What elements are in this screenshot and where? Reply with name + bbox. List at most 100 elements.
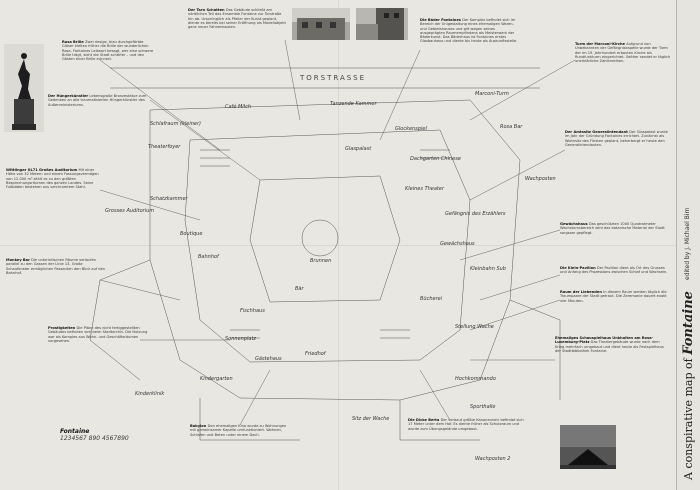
block-tarn-schatten: Der Tarn Schatten Das Gebäude schließt a… xyxy=(188,8,288,50)
marconi-body: Aufgrund von Unbekannten der Gefängniska… xyxy=(575,42,671,64)
map-label-1: Schlafraum (kleiner) xyxy=(150,121,201,127)
east-wing xyxy=(509,299,561,400)
block-marconi: Turm der Marconi-Kirche Aufgrund von Unb… xyxy=(575,42,671,78)
map-label-31: Theaterfoyer xyxy=(148,144,181,150)
fold-line-horizontal xyxy=(0,245,676,246)
map-label-13: Gewächshaus xyxy=(440,241,475,247)
map-label-14: Fischhaus xyxy=(240,308,265,314)
spine-editor: edited by J. Michael Birn xyxy=(684,207,691,280)
map-label-23: Kleines Theater xyxy=(405,186,445,192)
generalintendant-body: Der Glaspalast wurde im Jahr der Gründun… xyxy=(565,130,668,147)
map-label-6: Gefängnis des Erzählers xyxy=(445,211,506,217)
map-label-9: Glaspalast xyxy=(345,146,372,152)
south-annex xyxy=(199,398,300,441)
street-name: TORSTRASSE xyxy=(299,74,366,82)
dicke-berta-title: Die Dicke Berta xyxy=(408,418,441,422)
loewenden-title: Raum der Liebenden xyxy=(560,290,604,294)
map-label-7: Rosa Bar xyxy=(500,124,523,130)
dicke-berta-body: Der verbaut größte Kanonenrohr befindet … xyxy=(408,418,524,431)
map-label-15: Kindergarten xyxy=(200,376,233,382)
block-prostigkeiten: Prostigkeiten Die Pläne des nicht fertig… xyxy=(48,326,148,372)
schauspielhaus-title: Ehemaliges Schauspielhaus Unkhalten am R… xyxy=(555,336,654,345)
block-dicke-berta: Die Dicke Berta Der verbaut größte Kanon… xyxy=(408,418,524,484)
block-rosa-brille: Rosa Brille Zwei riesige, blau durchgefä… xyxy=(62,40,154,68)
loewenden-body: In diesem Raum werden täglich die Traump… xyxy=(560,290,667,303)
pyramid-photo xyxy=(560,425,616,469)
map-label-18: Hochkommando xyxy=(455,376,496,382)
tarn-body: Das Gebäude schließt am nördlichen Teil … xyxy=(188,8,286,30)
central-dome xyxy=(301,219,339,257)
statue-photo xyxy=(4,44,44,132)
gewaechshaus-body: Das geschützten 1000 Quadratmeter Wachst… xyxy=(560,222,665,235)
marconi-title: Turm der Marconi-Kirche xyxy=(575,42,627,46)
west-wing xyxy=(89,259,151,381)
babylon-title: Babylon xyxy=(190,424,208,428)
block-loewenden: Raum der Liebenden In diesem Raum werden… xyxy=(560,290,668,316)
building-photo-right xyxy=(356,8,408,40)
map-label-24: Grosses Auditorium xyxy=(105,208,154,214)
map-label-29: Glockenspiel xyxy=(395,126,427,132)
generalintendant-title: Der Amtssitz Generalintendant xyxy=(565,130,630,134)
monkey-title: Monkey Bar xyxy=(6,258,32,262)
kleinbahn-title: Die Klein-Pavillon xyxy=(560,266,597,270)
spine-title-prefix: A conspirative map of xyxy=(682,354,695,480)
block-baeder: Die Bäder Fontaines Der Komplex befindet… xyxy=(420,18,520,58)
fold-line-vertical xyxy=(338,0,339,490)
map-label-16: Friedhof xyxy=(305,351,327,357)
block-wittlinger: Wittlinger XL71 Großes Auditorium Mit ei… xyxy=(6,168,102,230)
hungerskuenstler-body: Lebensgroße Bronzestatue zum Gedenken an… xyxy=(48,94,147,107)
map-label-21: Kinderklinik xyxy=(135,391,165,397)
map-sheet: Rosa Brille Zwei riesige, blau durchgefä… xyxy=(0,0,676,490)
block-generalintendant: Der Amtssitz Generalintendant Der Glaspa… xyxy=(565,130,671,200)
schauspielhaus-body: Das Theatergebäude wurde nach dem Krieg … xyxy=(555,340,664,353)
tarn-title: Der Tarn Schatten xyxy=(188,8,226,12)
map-label-12: Kleinbahn Sub xyxy=(470,266,506,272)
map-label-20: Gästehaus xyxy=(255,356,282,362)
wittlinger-body: Mit einer Höhe von 32 Metern und einem F… xyxy=(6,168,99,190)
building-photo-left xyxy=(292,8,350,40)
map-label-3: Tanzende Kammer xyxy=(330,101,377,107)
map-label-27: Sonnenplatz xyxy=(225,336,256,342)
block-monkey-bar: Monkey Bar Die unterirdischen Räume verl… xyxy=(6,258,106,320)
fontaine-sig-body: 1234567 890 4567890 xyxy=(60,435,129,442)
block-babylon: Babylon Den ehemaligen Kino wurde zu Woh… xyxy=(190,424,290,458)
monkey-body: Die unterirdischen Räume verlaufen paral… xyxy=(6,258,106,275)
gewaechshaus-title: Gewächshaus xyxy=(560,222,589,226)
babylon-body: Den ehemaligen Kino wurde zu Wohnungen m… xyxy=(190,424,287,437)
map-label-11: Bär xyxy=(295,286,304,292)
block-hungerskuenstler: Der Hüngerkünstler Lebensgroße Bronzesta… xyxy=(48,94,150,110)
kleinbahn-body: Der Pavillon dient als Ort des Grusses u… xyxy=(560,266,668,275)
map-label-2: Marconi-Turm xyxy=(475,91,509,97)
rosa-title: Rosa Brille xyxy=(62,40,85,44)
map-label-0: Café Milch xyxy=(225,103,251,110)
inner-courtyard xyxy=(184,129,471,363)
map-label-19: Bücherei xyxy=(420,296,443,302)
baeder-title: Die Bäder Fontaines xyxy=(420,18,463,22)
spine: A conspirative map of Fontaine edited by… xyxy=(676,0,700,490)
map-label-26: Bahnhof xyxy=(198,254,220,260)
map-label-30: Sporthalle xyxy=(470,404,496,410)
map-label-22: Brunnen xyxy=(310,258,331,264)
map-drawing: Café Milch Schlafraum (kleiner) Marconi-… xyxy=(89,39,576,462)
map-label-25: Stellung Wache xyxy=(455,324,494,330)
block-schauspielhaus: Ehemaliges Schauspielhaus Unkhalten am R… xyxy=(555,336,669,426)
map-label-10: Boutique xyxy=(180,231,202,237)
block-gewaechshaus: Gewächshaus Das geschützten 1000 Quadrat… xyxy=(560,222,668,248)
hungerskuenstler-title: Der Hüngerkünstler xyxy=(48,94,90,98)
spine-title-name: Fontaine xyxy=(681,291,696,355)
map-label-28: Wachposten 2 xyxy=(475,456,510,462)
map-label-8: Dachgarten Chinese xyxy=(410,156,461,162)
fontaine-sig-title: Fontaine xyxy=(60,428,90,435)
wittlinger-title: Wittlinger XL71 Großes Auditorium xyxy=(6,168,79,172)
rosa-body: Zwei riesige, blau durchgefärbte Gläser … xyxy=(62,40,154,62)
spine-title: A conspirative map of Fontaine xyxy=(681,291,697,480)
block-kleinbahn: Die Klein-Pavillon Der Pavillon dient al… xyxy=(560,266,668,288)
prostigkeiten-body: Die Pläne des nicht fertiggestellten Geb… xyxy=(48,326,148,343)
prostigkeiten-title: Prostigkeiten xyxy=(48,326,77,330)
central-hall xyxy=(249,175,401,303)
baeder-body: Der Komplex befindet sich im Bereich der… xyxy=(420,18,518,44)
map-label-5: Schatzkammer xyxy=(150,196,189,202)
map-label-17: Sitz der Wache xyxy=(352,416,389,422)
south-east-annex xyxy=(399,400,480,441)
building-outline xyxy=(149,99,521,401)
